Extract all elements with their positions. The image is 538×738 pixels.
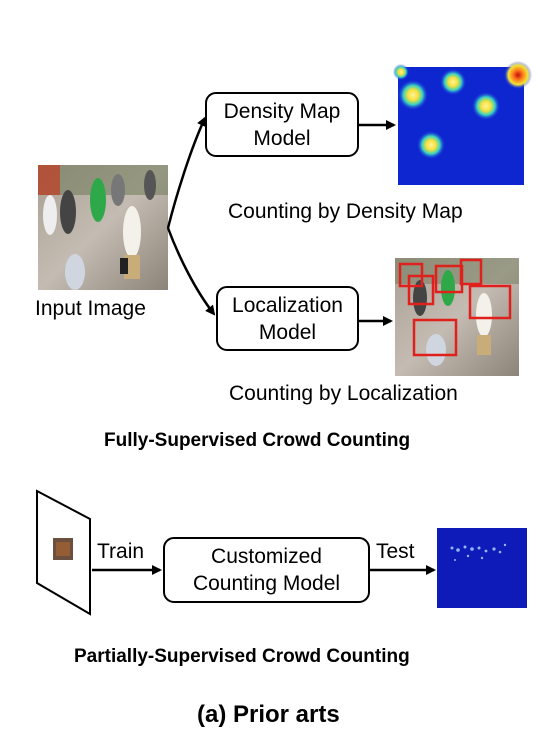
density-caption: Counting by Density Map [228,200,463,223]
localization-image [395,258,519,376]
density-box-line1: Density Map [223,99,341,123]
training-image-frame [36,489,91,616]
fully-supervised-title: Fully-Supervised Crowd Counting [104,430,411,451]
train-label: Train [97,540,145,563]
figure-caption: (a) Prior arts [197,701,340,728]
model-box-line1: Customized [211,545,322,568]
test-label: Test [376,540,415,563]
density-box-line2: Model [253,126,311,150]
input-image-label: Input Image [35,297,146,320]
loc-box-line1: Localization [232,293,343,317]
input-crowd-image [38,165,168,290]
density-map-image [393,61,532,185]
model-box-line2: Counting Model [192,572,341,595]
customized-counting-model-box: Customized Counting Model [163,537,370,603]
loc-box-line2: Model [258,320,317,344]
density-map-model-box: Density Map Model [205,92,359,157]
localization-caption: Counting by Localization [229,382,458,405]
branch-arrows [166,116,396,326]
output-density-image [437,528,527,608]
localization-model-box: Localization Model [216,286,359,351]
partially-supervised-title: Partially-Supervised Crowd Counting [74,646,410,667]
